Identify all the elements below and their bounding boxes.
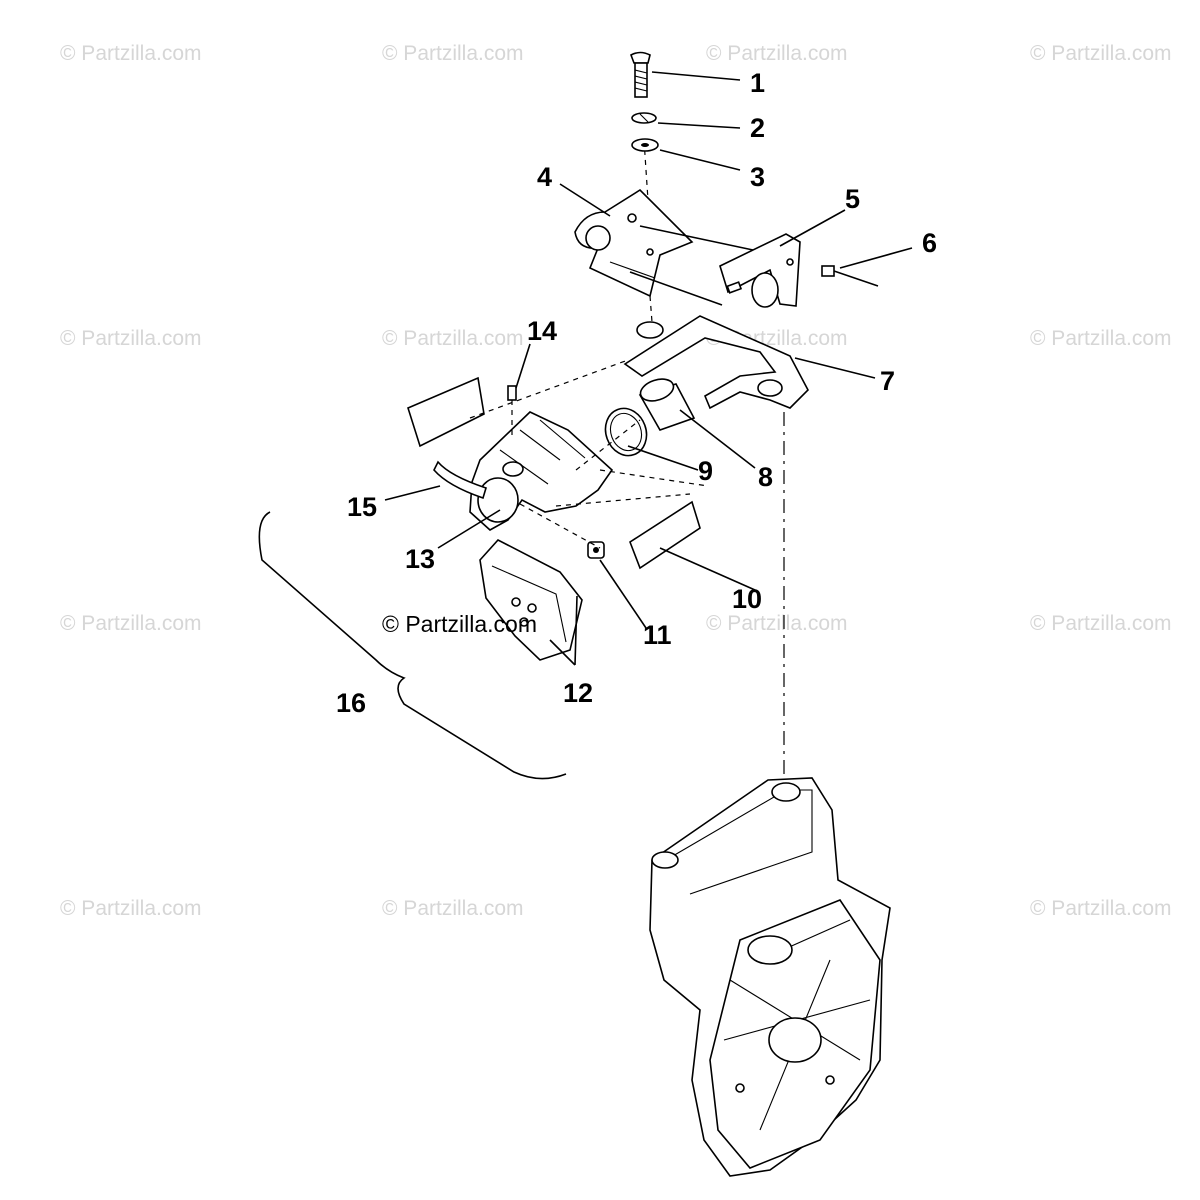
callout-2: 2 — [750, 113, 765, 143]
watermark: © Partzilla.com — [1030, 612, 1172, 635]
fitting-part — [587, 541, 605, 559]
watermark: © Partzilla.com — [60, 897, 202, 920]
callout-3: 3 — [750, 162, 765, 192]
watermark: © Partzilla.com — [1030, 897, 1172, 920]
caliper-bracket-part — [623, 315, 809, 410]
watermark: © Partzilla.com — [382, 42, 524, 65]
link-line — [639, 225, 754, 251]
callout-7: 7 — [880, 366, 895, 396]
link-line — [629, 271, 723, 306]
group-brace — [258, 511, 567, 780]
callouts: 1 2 3 4 5 6 7 8 9 10 11 12 13 14 15 16 — [336, 68, 937, 718]
callout-13: 13 — [405, 544, 435, 574]
assembly-line — [575, 419, 641, 471]
seal-ring-part — [604, 407, 648, 457]
callout-16: 16 — [336, 688, 366, 718]
callout-12: 12 — [563, 678, 593, 708]
callout-11: 11 — [643, 620, 672, 650]
brake-pad-part — [479, 539, 583, 661]
hose-part — [433, 460, 487, 500]
callout-4: 4 — [537, 162, 552, 192]
shim-part — [629, 500, 701, 570]
callout-9: 9 — [698, 456, 713, 486]
watermark: © Partzilla.com — [382, 897, 524, 920]
bleeder-valve-part — [507, 385, 517, 440]
bracket-part — [574, 188, 694, 298]
callout-1: 1 — [750, 68, 765, 98]
bolt-part — [630, 51, 651, 98]
lever-part — [719, 233, 801, 308]
caliper-body-part — [469, 411, 614, 531]
watermark: © Partzilla.com — [706, 42, 848, 65]
housing-part — [649, 777, 891, 1177]
watermark: © Partzilla.com — [1030, 327, 1172, 350]
callout-10: 10 — [732, 584, 762, 614]
assembly-line — [469, 359, 629, 419]
watermark: © Partzilla.com — [60, 327, 202, 350]
callout-8: 8 — [758, 462, 773, 492]
flat-washer-part — [631, 138, 659, 152]
callout-6: 6 — [922, 228, 937, 258]
clip-part — [821, 265, 879, 287]
callout-5: 5 — [845, 184, 860, 214]
copyright-credit: © Partzilla.com — [382, 611, 537, 637]
watermark: © Partzilla.com — [60, 612, 202, 635]
watermark: © Partzilla.com — [382, 327, 524, 350]
callout-15: 15 — [347, 492, 377, 522]
assembly-line — [599, 469, 709, 487]
lock-washer-part — [631, 112, 657, 124]
axis-line — [649, 295, 653, 323]
watermark: © Partzilla.com — [60, 42, 202, 65]
assembly-line — [519, 503, 601, 549]
watermarks: © Partzilla.com © Partzilla.com © Partzi… — [60, 42, 1172, 920]
leader-lines — [384, 71, 913, 666]
assembly-line — [555, 493, 691, 507]
shim-part — [407, 376, 485, 448]
watermark: © Partzilla.com — [706, 612, 848, 635]
piston-part — [638, 378, 696, 431]
callout-14: 14 — [527, 316, 557, 346]
watermark: © Partzilla.com — [1030, 42, 1172, 65]
